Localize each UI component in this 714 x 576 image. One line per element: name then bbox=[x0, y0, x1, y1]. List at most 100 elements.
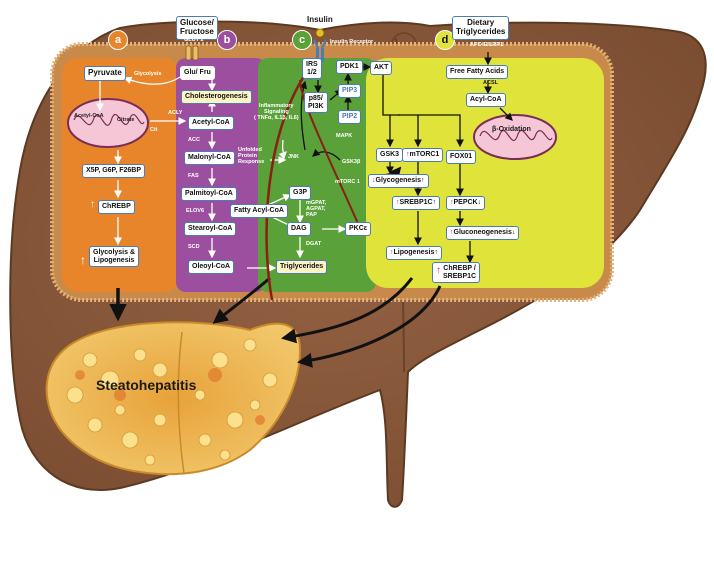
arr-acyl-box bbox=[499, 107, 513, 121]
arr-akt-down bbox=[382, 75, 400, 116]
insulin-receptor-label: Insulin Receptor bbox=[330, 39, 374, 45]
glycogenesis-text: Glycogenesis bbox=[375, 177, 422, 184]
arr-inflam-jnk bbox=[278, 139, 287, 160]
panel-d-badge: d bbox=[435, 30, 455, 50]
mtorc1-d-text: mTORC1 bbox=[409, 151, 440, 158]
mgpat-label: mGPAT, AGPAT, PAP bbox=[306, 200, 327, 218]
glycolysis-label: Glycolysis bbox=[134, 71, 162, 77]
gluco-down: ↓ bbox=[511, 229, 516, 236]
chrebp-d-up: ↑ bbox=[436, 265, 441, 276]
akt-box: AKT bbox=[370, 61, 393, 75]
chrebp-up-arrow: ↑ bbox=[90, 199, 95, 210]
palmitoyl-coa-box: Palmitoyl-CoA bbox=[181, 187, 237, 201]
lipogenesis-text: Lipogenesis bbox=[393, 249, 435, 256]
arr-akt-foxo bbox=[398, 114, 464, 148]
malonyl-coa-box: Malonyl-CoA bbox=[184, 151, 235, 165]
mito-cristae-a bbox=[73, 114, 145, 126]
oleoyl-coa-box: Oleoyl-CoA bbox=[188, 260, 235, 274]
pip2-box: PIP2 bbox=[338, 110, 362, 124]
glyco-down: ↓ bbox=[372, 177, 376, 184]
acc-label: ACC bbox=[188, 137, 200, 143]
mtorc1-d-box: ↑mTORC1 bbox=[402, 148, 444, 162]
red-insulin-path bbox=[265, 57, 319, 301]
glut2-label: GLUT 2 bbox=[184, 37, 204, 43]
scd-label: SCD bbox=[188, 244, 200, 250]
lipo-up-l: ↑ bbox=[390, 249, 394, 256]
gluconeogenesis-box: ↑Gluconeogenesis↓ bbox=[446, 226, 520, 240]
panel-c-badge: c bbox=[292, 30, 312, 50]
gluconeogenesis-text: Gluconeogenesis bbox=[453, 229, 512, 236]
x5p-box: X5P, G6P, F26BP bbox=[82, 164, 145, 178]
pip3-box: PIP3 bbox=[338, 84, 362, 98]
dag-box: DAG bbox=[287, 222, 311, 236]
acyl-coa-box: Acyl-CoA bbox=[466, 93, 506, 107]
jnk-label: JNK bbox=[288, 154, 300, 160]
ffa-box: Free Fatty Acids bbox=[446, 65, 509, 79]
lipogenesis-box: ↑Lipogenesis↑ bbox=[386, 246, 442, 260]
mitochondrion-d bbox=[473, 114, 557, 160]
glyco-lipo-box: Glycolysis & Lipogenesis bbox=[89, 246, 140, 268]
apo-label: APO-E/LRP1 bbox=[470, 42, 504, 48]
stearoyl-coa-box: Stearoyl-CoA bbox=[184, 222, 237, 236]
chrebp-srebp-box: ↑ChREBP / SREBP1C bbox=[432, 262, 481, 284]
glyco-up: ↑ bbox=[421, 177, 425, 184]
arr-fatty-g3p bbox=[267, 194, 292, 206]
mitochondrion-a bbox=[67, 98, 149, 148]
pkce-box: PKCε bbox=[345, 222, 372, 236]
glut2-transporter-icon bbox=[185, 45, 199, 61]
cholesterogenesis-box: Cholesterogenesis bbox=[181, 90, 252, 104]
glycogenesis-box: ↓Glycogenesis↑ bbox=[368, 174, 429, 188]
arr-jnk-irs bbox=[299, 80, 308, 151]
panel-a-badge: a bbox=[108, 30, 128, 50]
steato-lobe-divider bbox=[177, 331, 185, 475]
chrebp-box: ChREBP bbox=[98, 200, 135, 214]
cit-label: Cit bbox=[150, 127, 158, 133]
srebp-up-l: ↑ bbox=[396, 199, 400, 206]
mtorc1-up: ↑ bbox=[406, 151, 410, 158]
pepck-down: ↓ bbox=[477, 199, 482, 206]
srebp-up-r: ↑ bbox=[432, 199, 437, 206]
boxidation-label: β-Oxidation bbox=[492, 126, 531, 133]
inflam-label: Inflammatory Signaling ( TNFα, IL1β, IL6… bbox=[254, 103, 299, 121]
citrate-mito: Citrate bbox=[117, 117, 135, 123]
fatty-acyl-box: Fatty Acyl-CoA bbox=[230, 204, 288, 218]
pepck-box: ↑PEPCK↓ bbox=[446, 196, 486, 210]
red-pkce-path bbox=[299, 79, 361, 229]
glu-fru-box: Glu/ Fru bbox=[180, 66, 215, 80]
mtorc1-c-label: mTORC 1 bbox=[335, 179, 360, 185]
pyruvate-box: Pyruvate bbox=[84, 66, 126, 81]
glyco-up-arrow: ↑ bbox=[80, 253, 86, 267]
panel-b-badge: b bbox=[217, 30, 237, 50]
arrow-d2-to-steato bbox=[297, 285, 442, 368]
steatohepatitis-label: Steatohepatitis bbox=[96, 377, 197, 393]
srebp1c-box: ↑SREBP1C↑ bbox=[392, 196, 441, 210]
triglycerides-box: Triglycerides bbox=[276, 260, 328, 274]
dgat-label: DGAT bbox=[306, 241, 322, 247]
ligament-notch bbox=[391, 32, 417, 43]
acly-label: ACLY bbox=[168, 110, 183, 116]
foxo1-box: FOX01 bbox=[446, 150, 477, 164]
pepck-up: ↑ bbox=[450, 199, 454, 206]
fas-label: FAS bbox=[188, 173, 199, 179]
inflammation-spots bbox=[75, 368, 265, 425]
glucose-fructose-label: Glucose/ Fructose bbox=[176, 16, 218, 40]
gsk3-box: GSK3 bbox=[376, 148, 404, 162]
mito-cristae-d bbox=[479, 129, 553, 142]
pepck-text: PEPCK bbox=[453, 199, 478, 206]
pdk1-box: PDK1 bbox=[336, 60, 363, 74]
acetyl-coa-mito: Acetyl-CoA bbox=[74, 113, 104, 119]
elov6-label: ELOV6 bbox=[186, 208, 205, 214]
dietary-tg-label: Dietary Triglycerides bbox=[452, 16, 510, 40]
insulin-receptor-icon bbox=[313, 28, 327, 62]
acetyl-coa-box: Acetyl-CoA bbox=[188, 116, 234, 130]
srebp1c-text: SREBP1C bbox=[399, 199, 433, 206]
gluco-up: ↑ bbox=[450, 229, 454, 236]
arrow-tg-to-steato bbox=[212, 276, 271, 324]
fat-droplets bbox=[66, 338, 278, 466]
lipo-up-r: ↑ bbox=[434, 249, 438, 256]
insulin-label: Insulin bbox=[307, 15, 333, 24]
g3p-box: G3P bbox=[289, 186, 312, 200]
arrow-d1-to-steato bbox=[281, 277, 414, 344]
p85-box: p85/ PI3K bbox=[304, 92, 328, 114]
